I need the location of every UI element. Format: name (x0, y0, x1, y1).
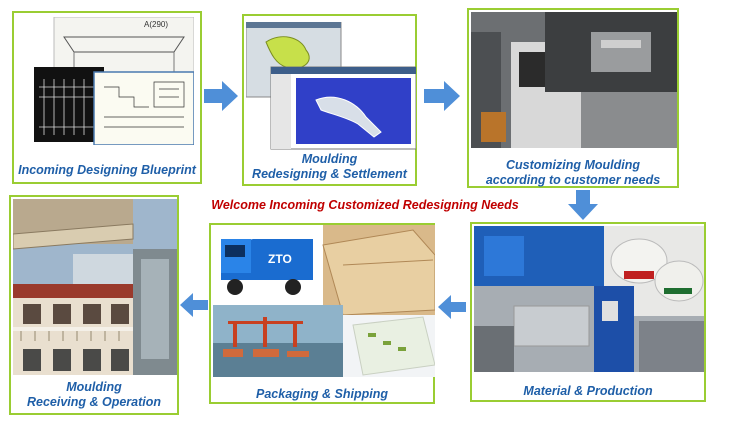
step-packaging-caption: Packaging & Shipping (256, 387, 388, 401)
step-receiving-caption: Moulding Receiving & Operation (26, 380, 162, 409)
cad-screenshot-image (246, 22, 416, 150)
step-redesign-panel: Moulding Redesigning & Settlement (242, 14, 417, 186)
production-floor-image (474, 226, 704, 372)
arrow-down-icon (568, 190, 598, 220)
blueprint-image: A(290) (34, 17, 194, 145)
arrow-right-1-icon (204, 81, 238, 111)
welcome-banner: Welcome Incoming Customized Redesigning … (211, 198, 519, 212)
building-moulding-image (13, 199, 177, 375)
packaging-shipping-image: ZTO (213, 225, 435, 377)
step-blueprint-panel: A(290) Incoming Designing Blueprint (12, 11, 202, 184)
blueprint-label: A(290) (144, 20, 168, 29)
step-customizing-panel: Customizing Moulding according to custom… (467, 8, 679, 188)
step-production-panel: Material & Production (470, 222, 706, 402)
cnc-machine-image (471, 12, 677, 148)
step-redesign-caption: Moulding Redesigning & Settlement (252, 152, 407, 181)
step-production-caption: Material & Production (523, 384, 653, 398)
arrow-left-1-icon (438, 295, 466, 319)
arrow-left-2-icon (180, 293, 208, 317)
step-receiving-panel: Moulding Receiving & Operation (9, 195, 179, 415)
step-customizing-caption: Customizing Moulding according to custom… (485, 158, 661, 187)
step-packaging-panel: ZTO Packaging & Shipping (209, 223, 435, 404)
arrow-right-2-icon (424, 81, 460, 111)
step-blueprint-caption: Incoming Designing Blueprint (18, 163, 196, 177)
truck-logo: ZTO (268, 252, 292, 266)
